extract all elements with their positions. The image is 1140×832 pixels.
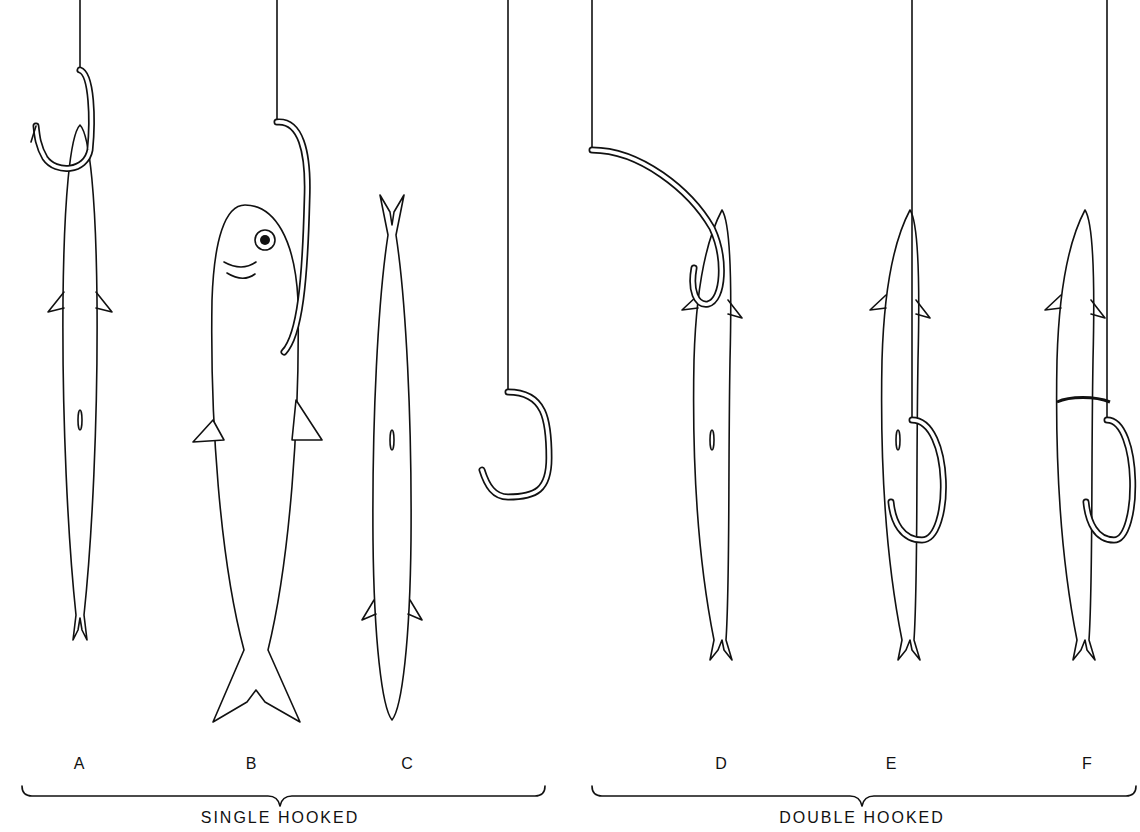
group-label: SINGLE HOOKED bbox=[201, 810, 359, 826]
panel-letter: B bbox=[246, 756, 259, 772]
bait-fish-c bbox=[362, 0, 549, 720]
panel-letter: D bbox=[715, 756, 729, 772]
bait-fish-a bbox=[31, 0, 112, 640]
panel-letter: A bbox=[74, 756, 87, 772]
bait-fish-f bbox=[1045, 0, 1133, 660]
bait-fish-d bbox=[592, 0, 742, 660]
panel-letter: C bbox=[401, 756, 415, 772]
group-label: DOUBLE HOOKED bbox=[779, 810, 945, 826]
panel-letter: E bbox=[886, 756, 899, 772]
group-bracket bbox=[592, 786, 1136, 806]
group-bracket bbox=[22, 786, 545, 806]
bait-fish-e bbox=[870, 0, 943, 660]
bait-fish-b bbox=[193, 0, 322, 722]
panel-letter: F bbox=[1082, 756, 1094, 772]
